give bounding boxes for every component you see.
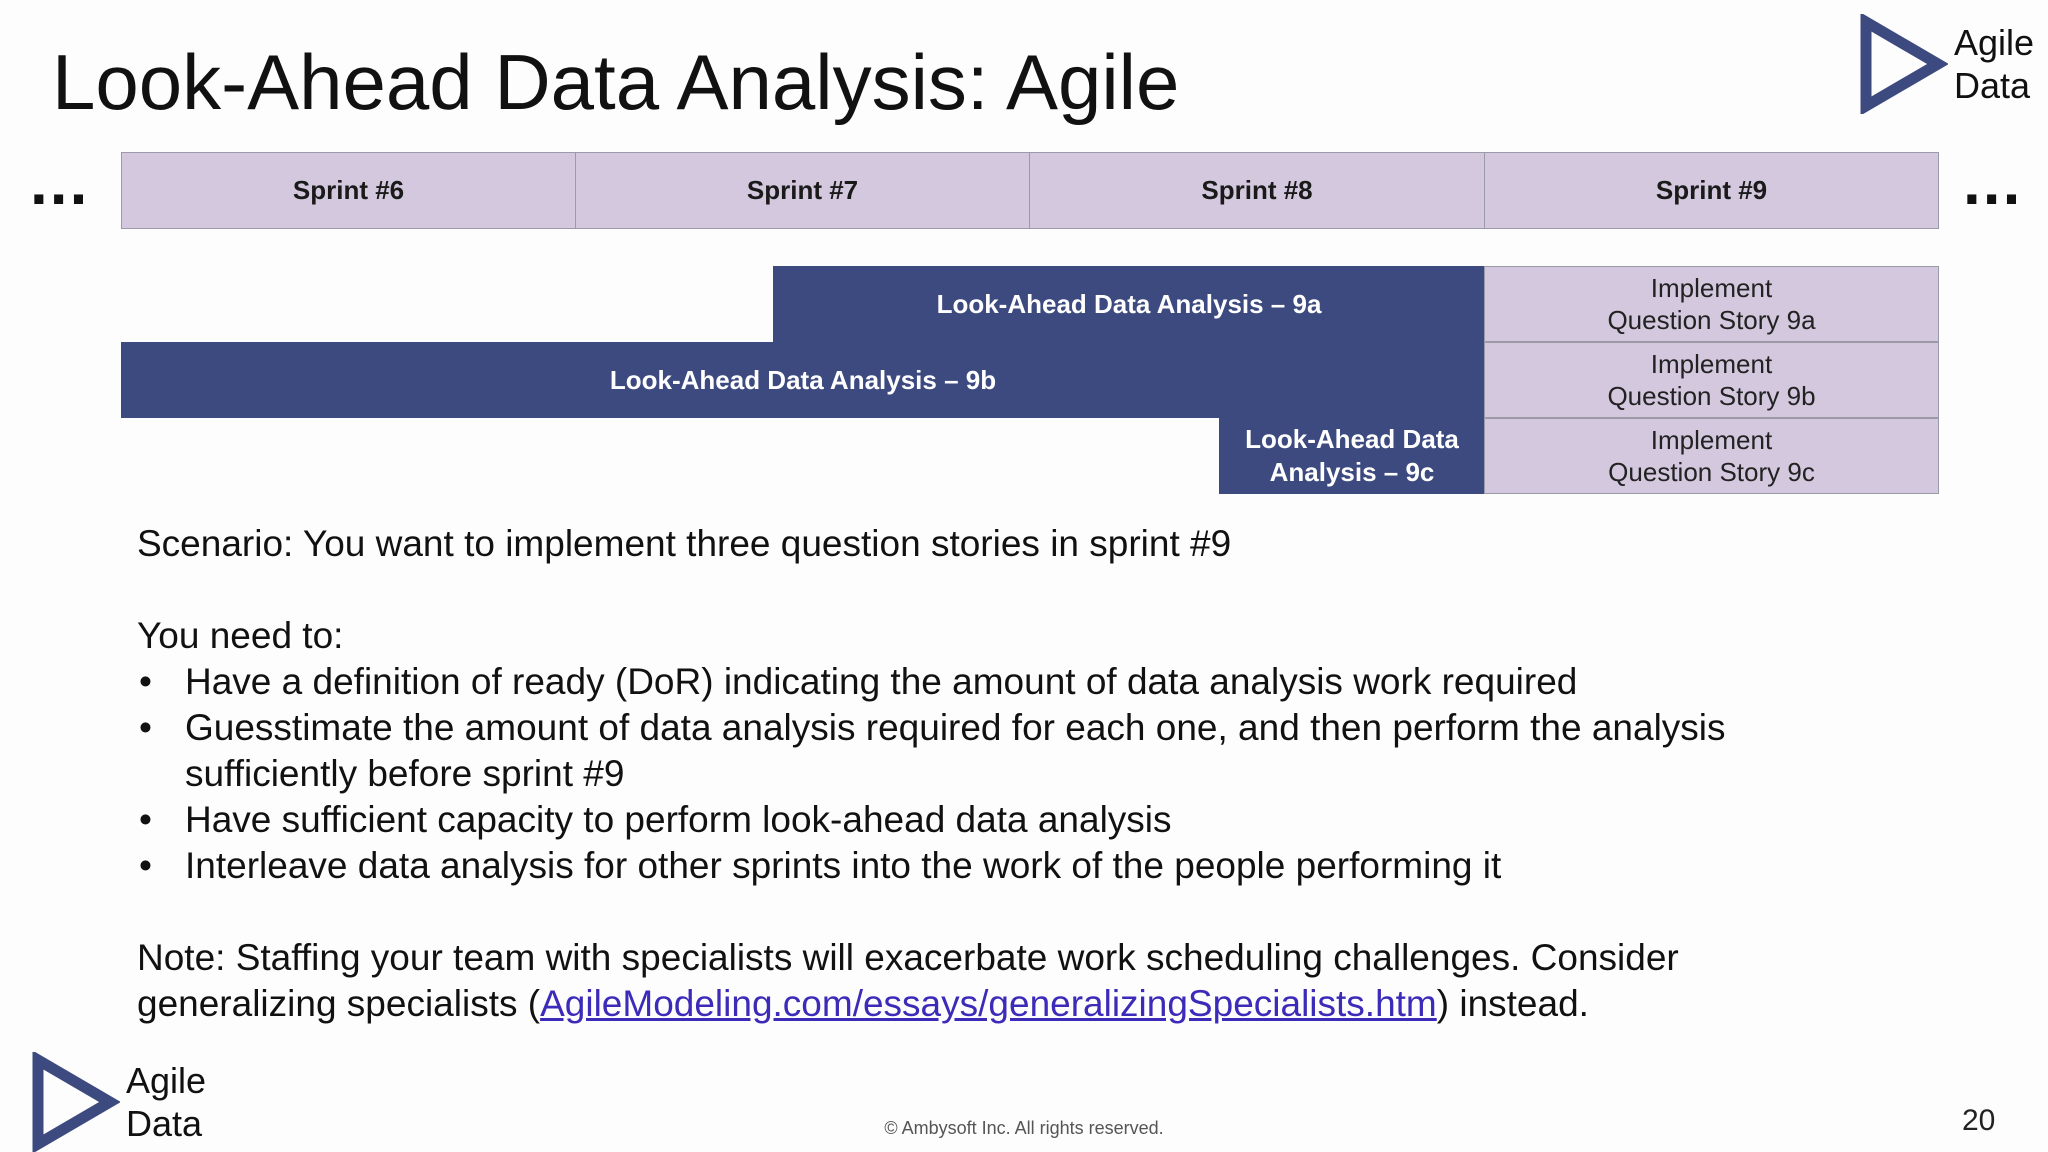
note-text-end: ) instead.: [1436, 983, 1589, 1024]
scenario-text: Scenario: You want to implement three qu…: [137, 523, 1232, 564]
list-item: Have sufficient capacity to perform look…: [137, 797, 1837, 843]
list-item: Guesstimate the amount of data analysis …: [137, 705, 1837, 797]
implement-label: Implement: [1650, 349, 1773, 379]
analysis-bar-9a: Look-Ahead Data Analysis – 9a: [773, 266, 1485, 342]
question-story-label: Question Story 9c: [1608, 457, 1815, 487]
sprint-9-cell: Sprint #9: [1484, 152, 1939, 229]
question-story-label: Question Story 9b: [1607, 381, 1816, 411]
play-triangle-logo-icon: [1860, 14, 1948, 114]
slide-title: Look-Ahead Data Analysis: Agile: [52, 38, 1180, 126]
analysis-bar-9b: Look-Ahead Data Analysis – 9b: [121, 342, 1485, 418]
implement-story-9c: Implement Question Story 9c: [1484, 418, 1939, 494]
agile-data-logo-top: Agile Data: [1858, 14, 2034, 114]
list-item: Interleave data analysis for other sprin…: [137, 843, 1837, 889]
analysis-bar-9c: Look-Ahead Data Analysis – 9c: [1219, 418, 1485, 494]
question-story-label: Question Story 9a: [1607, 305, 1816, 335]
list-item: Have a definition of ready (DoR) indicat…: [137, 659, 1837, 705]
ellipsis-left: ...: [30, 146, 90, 218]
play-triangle-logo-icon: [32, 1052, 120, 1152]
requirements-list: Have a definition of ready (DoR) indicat…: [137, 659, 1837, 889]
note-text: Note: Staffing your team with specialist…: [137, 937, 1679, 1024]
logo-text-line1: Agile: [1954, 22, 2035, 63]
generalizing-specialists-link[interactable]: AgileModeling.com/essays/generalizingSpe…: [540, 983, 1437, 1024]
ellipsis-right: ...: [1963, 146, 2023, 218]
logo-text-line2: Data: [1954, 65, 2031, 106]
implement-label: Implement: [1650, 273, 1773, 303]
logo-text-line1: Agile: [126, 1060, 207, 1101]
note-paragraph: Note: Staffing your team with specialist…: [137, 935, 1857, 1027]
logo-text-line2: Data: [126, 1103, 203, 1144]
page-number: 20: [1962, 1104, 1996, 1137]
slide-body: Scenario: You want to implement three qu…: [137, 521, 1897, 1027]
implement-story-9b: Implement Question Story 9b: [1484, 342, 1939, 418]
sprint-7-cell: Sprint #7: [575, 152, 1030, 229]
need-to-heading: You need to:: [137, 615, 344, 656]
analysis-label-line2: Analysis – 9c: [1269, 457, 1435, 487]
copyright-footer: © Ambysoft Inc. All rights reserved.: [884, 1118, 1164, 1138]
implement-label: Implement: [1650, 425, 1773, 455]
sprint-6-cell: Sprint #6: [121, 152, 576, 229]
sprint-8-cell: Sprint #8: [1029, 152, 1485, 229]
implement-story-9a: Implement Question Story 9a: [1484, 266, 1939, 342]
analysis-label-line1: Look-Ahead Data: [1245, 424, 1459, 454]
agile-data-logo-bottom: Agile Data: [30, 1052, 206, 1152]
